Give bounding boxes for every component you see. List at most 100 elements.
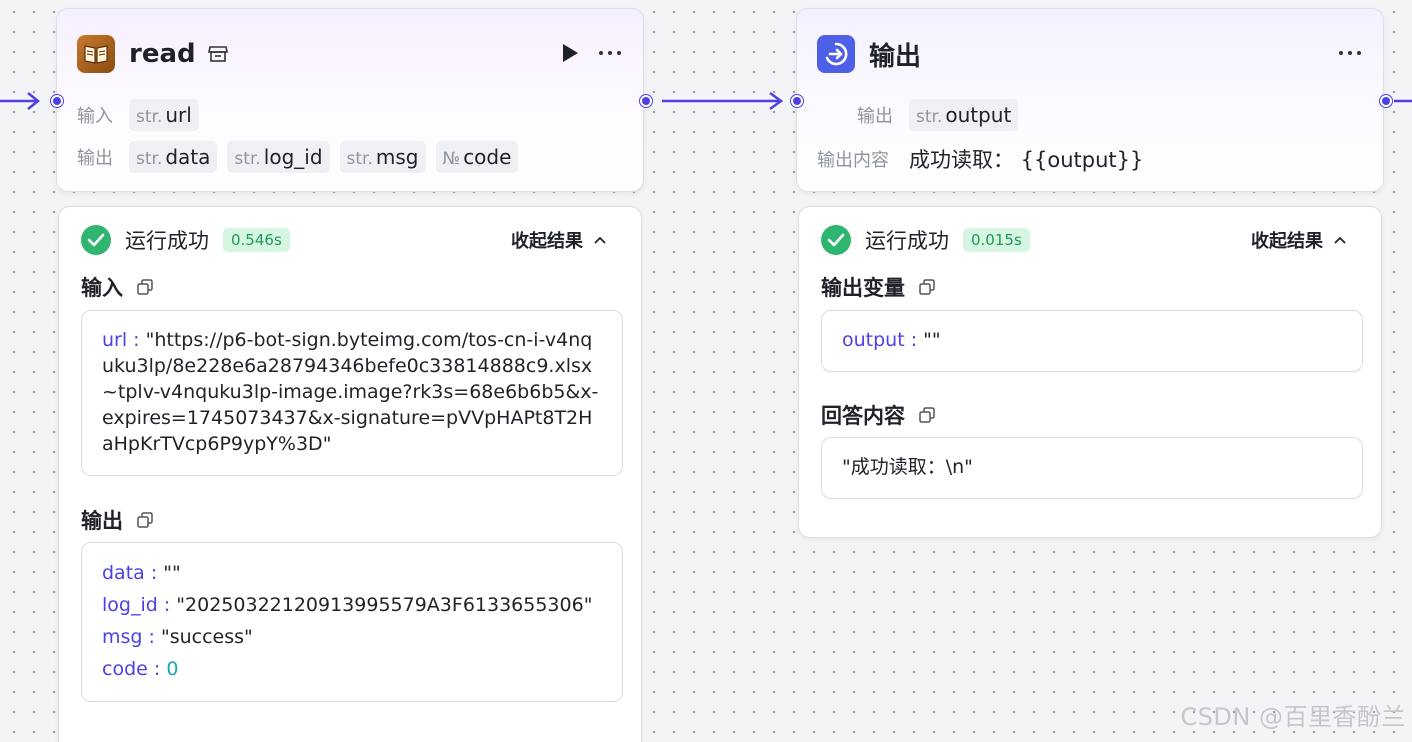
collapse-result-button[interactable]: 收起结果 [511, 225, 607, 255]
check-circle-icon [81, 225, 111, 255]
output-result-panel: 运行成功 0.015s 收起结果 输出变量 output : "" 回答内容 "… [798, 206, 1382, 538]
content-value: 成功读取： {{output}} [909, 148, 1144, 172]
output-var-box[interactable]: output : "" [821, 310, 1363, 372]
json-value: "20250322120913995579A3F6133655306" [176, 594, 593, 616]
tag-type: str. [234, 149, 261, 169]
watermark: CSDN @百里香酚兰 [1180, 703, 1406, 731]
json-value: 0 [166, 658, 179, 680]
json-line-log-id: log_id : "20250322120913995579A3F6133655… [102, 589, 602, 621]
tag-name: msg [375, 145, 419, 169]
section-label: 输出 [81, 509, 123, 533]
output-var-section-title: 输出变量 [821, 272, 935, 302]
output-node-output-port[interactable] [1380, 95, 1392, 107]
tag-name: url [165, 103, 192, 127]
content-label: 输出内容 [817, 150, 889, 171]
tag-type: str. [916, 107, 943, 127]
edge-into-read [0, 92, 41, 110]
input-tag-url: str. url [129, 99, 199, 131]
json-value: "" [923, 329, 941, 351]
section-label: 输入 [81, 276, 123, 300]
json-key: data : [102, 562, 158, 584]
input-label: 输入 [77, 106, 113, 127]
output-section-title: 输出 [81, 505, 153, 535]
play-icon[interactable] [561, 43, 579, 63]
output-label: 输出 [77, 148, 113, 169]
tag-type: № [442, 149, 461, 169]
output-node-outputs: 输出 str. output [857, 99, 1028, 131]
output-tag-data: str. data [129, 141, 218, 173]
book-icon [77, 35, 115, 73]
store-icon[interactable] [207, 45, 228, 63]
tag-type: str. [346, 149, 373, 169]
json-value: "https://p6-bot-sign.byteimg.com/tos-cn-… [102, 329, 599, 455]
copy-icon[interactable] [137, 512, 153, 528]
json-value: "" [163, 562, 181, 584]
arrow-right-circle-icon [817, 35, 855, 73]
json-key: url : [102, 329, 140, 351]
edge-read-to-output [662, 91, 784, 111]
output-node-title: 输出 [869, 41, 922, 72]
json-key: msg : [102, 626, 155, 648]
json-line-data: data : "" [102, 557, 602, 589]
copy-icon[interactable] [137, 279, 153, 295]
json-line-msg: msg : "success" [102, 621, 602, 653]
json-key: code : [102, 658, 161, 680]
read-node-title: read [129, 39, 196, 69]
input-section-title: 输入 [81, 272, 153, 302]
status-text: 运行成功 [865, 229, 949, 253]
read-result-panel: 运行成功 0.546s 收起结果 输入 url : "https://p6-bo… [58, 206, 642, 742]
section-label: 回答内容 [821, 404, 905, 428]
output-tag-output: str. output [909, 99, 1019, 131]
input-url-line: url : "https://p6-bot-sign.byteimg.com/t… [102, 327, 602, 457]
tag-type: str. [136, 107, 163, 127]
edge-out-of-output [1394, 99, 1412, 103]
copy-icon[interactable] [919, 407, 935, 423]
json-line-code: code : 0 [102, 653, 602, 685]
tag-name: data [165, 145, 211, 169]
output-tag-code: № code [435, 141, 519, 173]
answer-value: "成功读取：\n" [842, 456, 973, 478]
answer-box[interactable]: "成功读取：\n" [821, 437, 1363, 499]
input-json-box[interactable]: url : "https://p6-bot-sign.byteimg.com/t… [81, 310, 623, 476]
time-badge: 0.015s [963, 228, 1030, 252]
time-badge: 0.546s [223, 228, 290, 252]
check-circle-icon [821, 225, 851, 255]
more-dots-icon[interactable] [1339, 43, 1361, 63]
output-node-actions [1339, 43, 1361, 63]
chevron-up-icon [594, 236, 606, 244]
output-tag-log-id: str. log_id [227, 141, 330, 173]
more-dots-icon[interactable] [599, 43, 621, 63]
json-line-output: output : "" [842, 327, 1342, 353]
result-status: 运行成功 0.546s [81, 225, 290, 255]
status-text: 运行成功 [125, 229, 209, 253]
json-key: log_id : [102, 594, 171, 616]
output-node[interactable]: 输出 输出 str. output 输出内容 成功读取： {{output}} [796, 8, 1384, 192]
collapse-label: 收起结果 [1251, 231, 1323, 252]
output-node-input-port[interactable] [791, 95, 803, 107]
read-node[interactable]: read 输入 str. url 输出 str. data str. log_i [56, 8, 644, 192]
result-status: 运行成功 0.015s [821, 225, 1030, 255]
json-key: output : [842, 329, 918, 351]
collapse-label: 收起结果 [511, 231, 583, 252]
output-node-content-row: 输出内容 成功读取： {{output}} [817, 143, 1143, 175]
section-label: 输出变量 [821, 276, 905, 300]
tag-name: log_id [263, 145, 323, 169]
output-label: 输出 [857, 106, 893, 127]
collapse-result-button[interactable]: 收起结果 [1251, 225, 1347, 255]
output-json-box[interactable]: data : "" log_id : "20250322120913995579… [81, 542, 623, 702]
tag-name: output [945, 103, 1012, 127]
copy-icon[interactable] [919, 279, 935, 295]
tag-name: code [463, 145, 512, 169]
answer-section-title: 回答内容 [821, 400, 935, 430]
read-node-outputs: 输出 str. data str. log_id str. msg № code [77, 141, 528, 173]
output-tag-msg: str. msg [339, 141, 426, 173]
tag-type: str. [136, 149, 163, 169]
read-node-input-port[interactable] [51, 95, 63, 107]
read-node-output-port[interactable] [640, 95, 652, 107]
output-node-title-row: 输出 [817, 35, 921, 73]
read-node-title-row: read [77, 35, 228, 73]
json-value: "success" [160, 626, 253, 648]
read-node-actions [561, 43, 621, 63]
chevron-up-icon [1334, 236, 1346, 244]
read-node-inputs: 输入 str. url [77, 99, 209, 131]
